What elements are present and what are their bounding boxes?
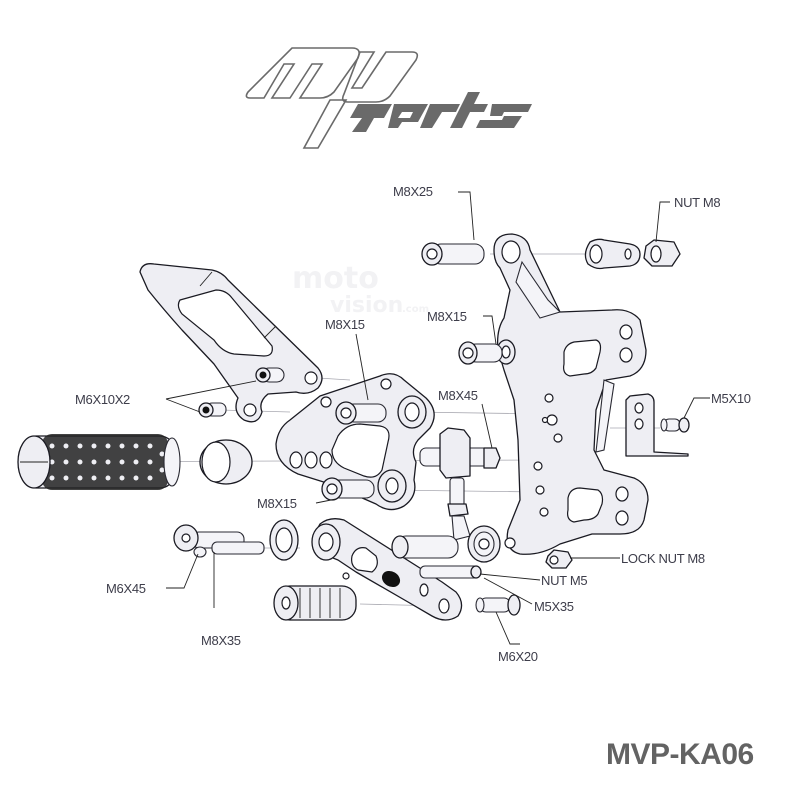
label-m8x15-upper: M8X15: [427, 309, 467, 324]
footpeg-grip-rings: [42, 434, 168, 490]
label-m8x15-lower: M8X15: [257, 496, 297, 511]
bolt-m8x15-upper: [458, 341, 503, 365]
label-m6x45: M6X45: [106, 581, 146, 596]
bolt-m6x10-lower: [198, 402, 227, 418]
bolt-m8x15-center: [335, 401, 387, 425]
main-bracket: [493, 233, 649, 555]
peg-mount-plate: [275, 373, 435, 511]
lever-pivot-spacers: [391, 535, 482, 579]
label-m8x45: M8X45: [438, 388, 478, 403]
collar-ring: [199, 439, 253, 485]
upper-link-rod: [584, 238, 641, 270]
shift-peg-rubber: [273, 585, 357, 621]
bolt-m5x10: [660, 417, 690, 433]
bolt-m8x25: [421, 242, 485, 266]
label-m8x15-center: M8X15: [325, 317, 365, 332]
label-m5x10: M5X10: [711, 391, 751, 406]
bolt-m8x35: [211, 541, 265, 555]
label-m6x10x2: M6X10X2: [75, 392, 130, 407]
callout-leader-lines: [165, 191, 710, 645]
watermark-vision: vision: [330, 293, 403, 318]
tie-rod-assembly: [419, 427, 516, 563]
nut-m8: [643, 239, 681, 267]
mv-parts-logo: [245, 47, 532, 149]
footpeg-knurled: [17, 434, 181, 490]
label-nut-m5: NUT M5: [541, 573, 587, 588]
watermark-suffix: .com: [402, 304, 429, 315]
watermark-moto: moto: [292, 261, 379, 296]
switch-bracket-tab: [625, 393, 689, 457]
bolt-m6x20: [475, 594, 521, 616]
label-m6x20: M6X20: [498, 649, 538, 664]
label-lock-nut-m8: LOCK NUT M8: [621, 551, 705, 566]
motovision-watermark: moto vision .com: [292, 261, 429, 318]
product-code: MVP-KA06: [606, 738, 754, 771]
shift-lever: [311, 518, 463, 621]
bolt-m8x15-lower: [321, 477, 375, 501]
label-m8x35: M8X35: [201, 633, 241, 648]
label-m5x35: M5X35: [534, 599, 574, 614]
label-nut-m8: NUT M8: [674, 195, 720, 210]
lock-nut-m8: [545, 549, 573, 569]
callout-labels: M8X25 NUT M8 M8X15 M8X15 M6X10X2 M8X45 M…: [75, 184, 751, 664]
pivot-washer: [269, 519, 299, 561]
label-m8x25: M8X25: [393, 184, 433, 199]
bolt-m6x10-upper: [255, 367, 285, 383]
